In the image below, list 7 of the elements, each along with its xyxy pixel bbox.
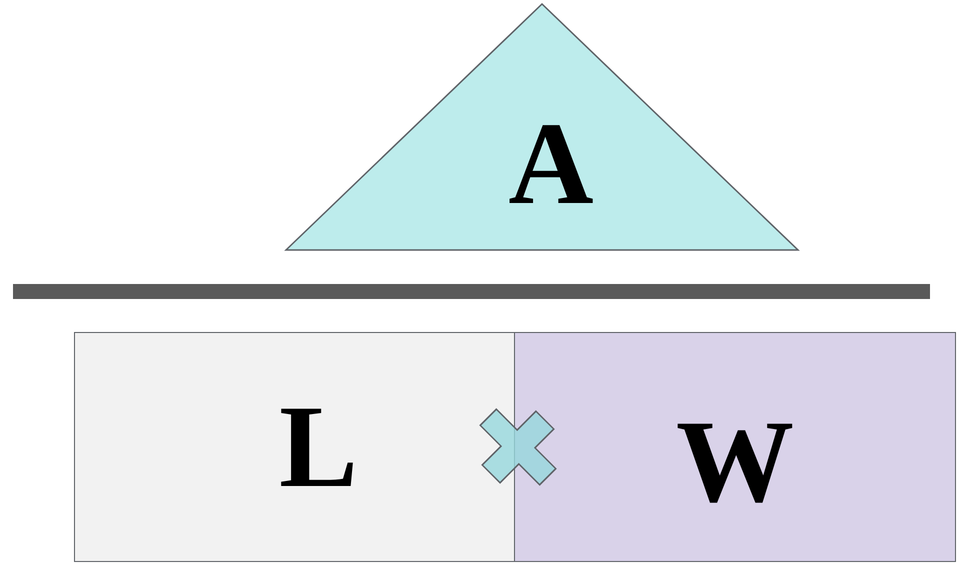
- letter-label: L: [279, 388, 358, 506]
- triangle-shape: [285, 3, 799, 251]
- letter-label: W: [676, 403, 794, 521]
- letter-label: A: [508, 105, 594, 223]
- rectangle-box: [74, 332, 515, 562]
- rectangle-box: [514, 332, 956, 562]
- fraction-bar: [13, 284, 930, 299]
